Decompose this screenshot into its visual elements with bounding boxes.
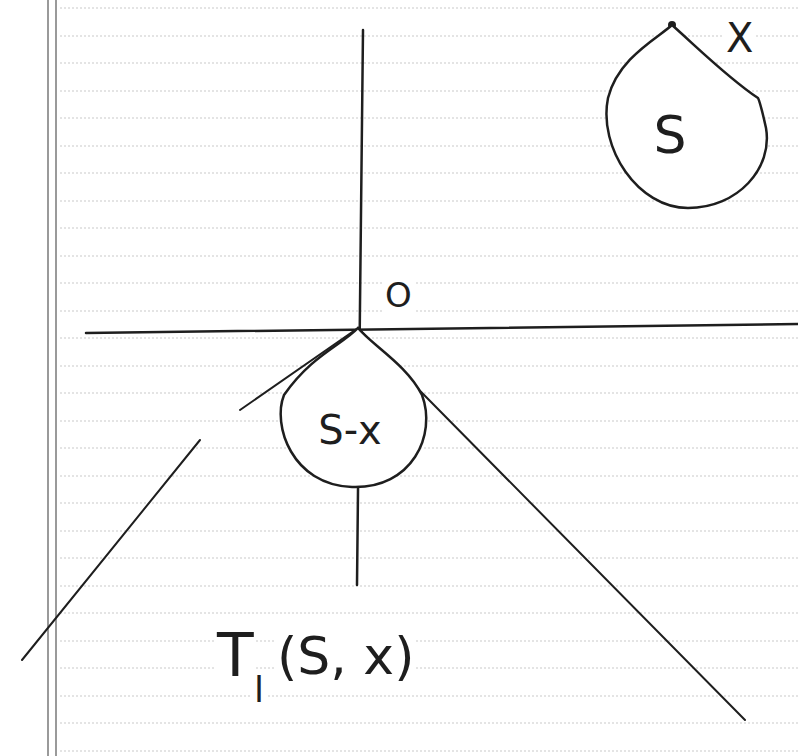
region-name: S <box>651 109 688 161</box>
paper-rules <box>60 8 798 751</box>
blob-region: S-x <box>272 325 437 490</box>
margin-lines <box>48 0 56 756</box>
origin-label: O <box>383 278 414 312</box>
cone-subscript: l <box>252 672 266 708</box>
axes-and-cone <box>22 30 798 720</box>
cone-symbol: T <box>215 625 256 685</box>
cone-arguments: (S, x) <box>275 630 416 682</box>
blob-outline <box>272 325 437 490</box>
point-label: X <box>724 18 755 58</box>
region-name: S-x <box>316 410 384 450</box>
